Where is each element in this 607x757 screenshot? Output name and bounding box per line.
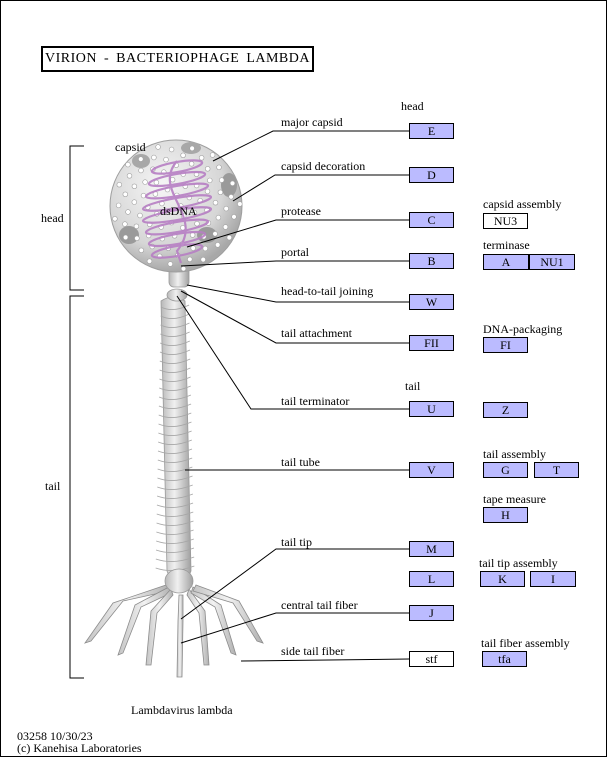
- leader-lines: [176, 130, 410, 662]
- tail-fiber-assembly-label: tail fiber assembly: [481, 636, 570, 650]
- tail-bracket: [69, 295, 84, 679]
- gene-box-nu1[interactable]: NU1: [529, 254, 575, 270]
- gene-box-g[interactable]: G: [483, 462, 528, 478]
- dna-packaging-label: DNA-packaging: [483, 322, 563, 336]
- gene-box-v[interactable]: V: [409, 462, 454, 478]
- capsid-assembly-label: capsid assembly: [483, 197, 562, 211]
- tail-assembly-label: tail assembly: [483, 447, 546, 461]
- capsid-decoration-label: capsid decoration: [281, 159, 366, 173]
- side-tail-fiber-label: side tail fiber: [281, 644, 345, 658]
- tail-column-header: tail: [405, 379, 421, 393]
- gene-box-h[interactable]: H: [483, 507, 528, 523]
- head-column-header: head: [401, 99, 424, 113]
- gene-box-j[interactable]: J: [409, 605, 454, 621]
- protease-label: protease: [281, 204, 321, 218]
- tail-region-label: tail: [45, 479, 61, 493]
- capsid-head: [109, 139, 243, 273]
- tail-tube-label: tail tube: [281, 455, 320, 469]
- tail-attachment-label: tail attachment: [281, 326, 352, 340]
- tail-fibers: [83, 584, 264, 678]
- tail-terminator-label: tail terminator: [281, 394, 350, 408]
- capsid-label: capsid: [115, 140, 146, 154]
- head-bracket: [69, 145, 84, 291]
- gene-box-a[interactable]: A: [483, 254, 529, 270]
- tape-measure-label: tape measure: [483, 492, 546, 506]
- gene-box-e[interactable]: E: [409, 123, 454, 139]
- gene-box-c[interactable]: C: [409, 212, 454, 228]
- gene-box-t[interactable]: T: [534, 462, 579, 478]
- species-label: Lambdavirus lambda: [131, 703, 233, 717]
- dsdna-label: dsDNA: [160, 204, 197, 218]
- gene-box-tfa[interactable]: tfa: [482, 651, 527, 667]
- gene-box-nu3[interactable]: NU3: [483, 213, 528, 229]
- gene-box-l[interactable]: L: [409, 571, 454, 587]
- tail-tube: [155, 296, 195, 594]
- footer-copyright: (c) Kanehisa Laboratories: [17, 741, 142, 755]
- terminase-label: terminase: [483, 238, 530, 252]
- gene-box-z[interactable]: Z: [483, 402, 528, 418]
- gene-box-i[interactable]: I: [530, 571, 576, 587]
- tail-tip-assembly-label: tail tip assembly: [479, 556, 558, 570]
- footer-code: 03258 10/30/23: [17, 729, 93, 743]
- gene-box-d[interactable]: D: [409, 167, 454, 183]
- gene-box-b[interactable]: B: [409, 253, 454, 269]
- gene-box-fi[interactable]: FI: [483, 337, 528, 353]
- gene-box-w[interactable]: W: [409, 294, 454, 310]
- head-to-tail-joining-label: head-to-tail joining: [281, 284, 374, 298]
- diagram-title: VIRION - BACTERIOPHAGE LAMBDA: [41, 46, 314, 72]
- central-tail-fiber-label: central tail fiber: [281, 598, 358, 612]
- head-region-label: head: [41, 211, 64, 225]
- gene-box-stf[interactable]: stf: [409, 651, 454, 667]
- major-capsid-label: major capsid: [281, 115, 343, 129]
- tail-tip-label: tail tip: [281, 535, 312, 549]
- gene-box-u[interactable]: U: [409, 401, 454, 417]
- gene-box-k[interactable]: K: [480, 571, 525, 587]
- gene-box-m[interactable]: M: [409, 541, 454, 557]
- portal-label: portal: [281, 245, 309, 259]
- gene-box-fii[interactable]: FII: [409, 335, 454, 351]
